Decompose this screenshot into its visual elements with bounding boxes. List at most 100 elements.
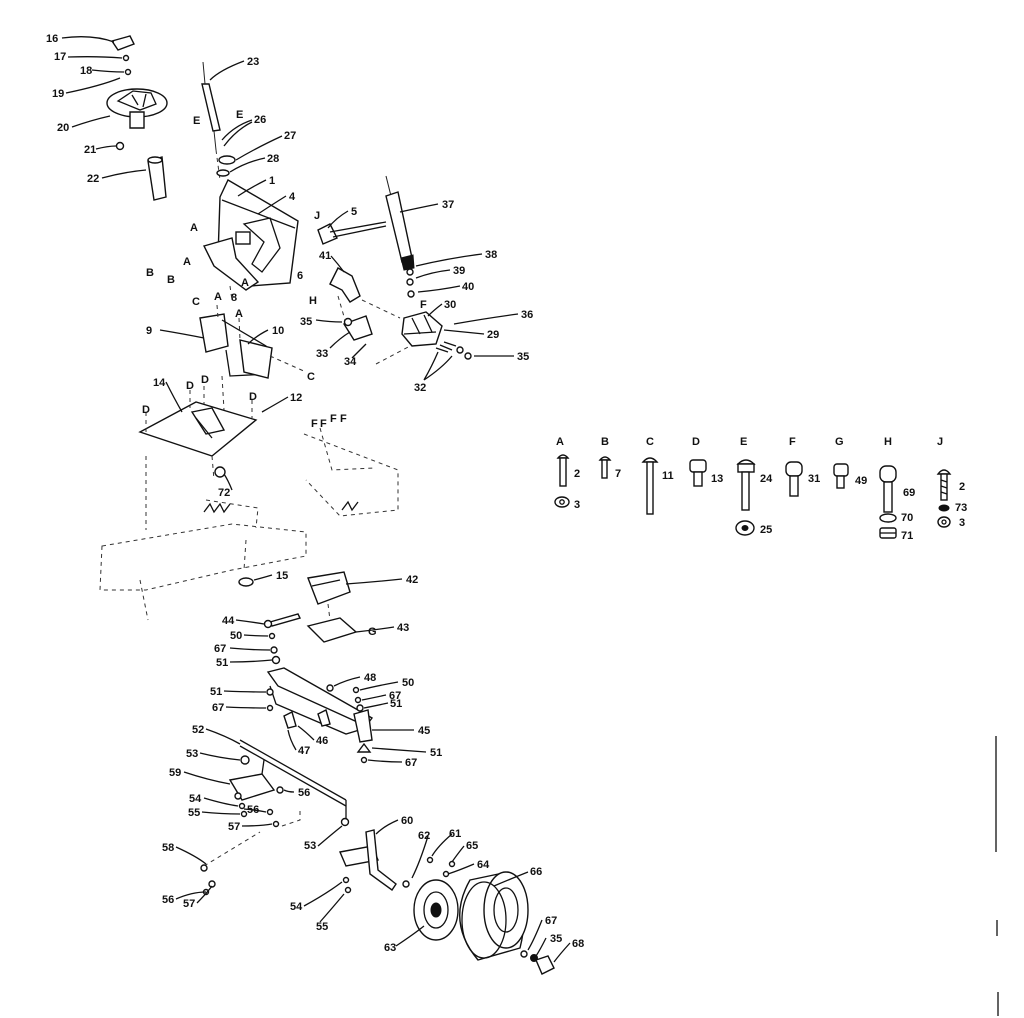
part-number-callout: 67 <box>389 690 402 702</box>
hardware-key-letter: C <box>646 436 654 448</box>
hardware-letter-callout: A <box>183 256 191 268</box>
hardware-key-part-number: 73 <box>955 502 968 514</box>
part-number-callout: 67 <box>405 757 418 769</box>
front-axle-45 <box>266 667 374 743</box>
part-number-callout: 8 <box>231 292 238 304</box>
part-number-callout: 43 <box>397 622 410 634</box>
parts-54-57-hardware <box>238 802 301 828</box>
part-72-bolt <box>211 455 226 481</box>
hardware-key-part-number: 2 <box>574 468 581 480</box>
parts-61-65-washers <box>402 856 456 888</box>
part-number-callout: 40 <box>462 281 475 293</box>
parts-27-28-gears <box>216 155 236 177</box>
part-number-callout: 59 <box>169 767 182 779</box>
part-number-callout: 53 <box>186 748 199 760</box>
part-18-washer <box>124 68 132 76</box>
part-number-callout: 56 <box>298 787 311 799</box>
hardware-letter-callout: A <box>235 308 243 320</box>
part-number-callout: 61 <box>449 828 462 840</box>
part-number-callout: 14 <box>153 377 166 389</box>
hardware-letter-callout: B <box>167 274 175 286</box>
part-number-callout: 12 <box>290 392 303 404</box>
part-number-callout: 53 <box>304 840 317 852</box>
tie-rod-52 <box>239 739 350 827</box>
hardware-key-letter: D <box>692 436 700 448</box>
hardware-letter-callout: E <box>236 109 244 121</box>
hardware-key-part-number: 13 <box>711 473 724 485</box>
part-number-callout: 17 <box>54 51 67 63</box>
part-number-callout: 1 <box>269 175 276 187</box>
part-number-callout: 4 <box>289 191 296 203</box>
part-number-callout: 63 <box>384 942 397 954</box>
part-67-c <box>266 704 274 712</box>
part-number-callout: 44 <box>222 615 235 627</box>
part-51-d <box>356 742 372 753</box>
part-number-callout: 18 <box>80 65 93 77</box>
hardware-key-letter: J <box>937 436 944 448</box>
part-67-d <box>360 756 368 764</box>
hardware-letter-callout: F <box>420 299 427 311</box>
steering-shaft-sleeve-22 <box>147 156 167 201</box>
drag-link-58 <box>200 831 261 896</box>
part-number-callout: 51 <box>430 747 443 759</box>
hardware-letter-callout: A <box>190 222 198 234</box>
part-number-callout: 30 <box>444 299 457 311</box>
part-number-callout: 35 <box>300 316 313 328</box>
part-48 <box>326 684 334 692</box>
part-number-callout: 46 <box>316 735 329 747</box>
part-number-callout: 10 <box>272 325 285 337</box>
part-number-callout: 52 <box>192 724 205 736</box>
leader-lines <box>61 36 571 963</box>
sector-33 <box>342 315 373 341</box>
hardware-key-part-number: 24 <box>760 473 773 485</box>
hardware-key-part-number: 31 <box>808 473 821 485</box>
hardware-key-part-number: 70 <box>901 512 914 524</box>
frame-outline <box>99 427 399 621</box>
part-number-callout: 64 <box>477 859 490 871</box>
hardware-letter-callout: D <box>186 380 194 392</box>
bracket-42 <box>307 571 351 605</box>
part-number-callout: 9 <box>146 325 153 337</box>
part-number-callout: 23 <box>247 56 260 68</box>
part-number-callout: 47 <box>298 745 311 757</box>
hardware-key-part-number: 71 <box>901 530 914 542</box>
part-21-nut <box>115 141 125 151</box>
part-number-callout: 65 <box>466 840 479 852</box>
part-number-callout: 6 <box>297 270 304 282</box>
hardware-letter-callout: F <box>330 413 337 425</box>
hardware-letter-callout: B <box>146 267 154 279</box>
hardware-key-letter: B <box>601 436 609 448</box>
part-number-callout: 58 <box>162 842 175 854</box>
part-number-callout: 56 <box>247 804 260 816</box>
steering-shaft-23 <box>201 61 221 181</box>
part-number-callout: 42 <box>406 574 419 586</box>
part-number-callout: 16 <box>46 33 59 45</box>
steering-column-37 <box>385 175 415 271</box>
part-number-callout: 20 <box>57 122 70 134</box>
hardware-key-part-number: 7 <box>615 468 622 480</box>
part-number-callout: 15 <box>276 570 289 582</box>
part-number-callout: 35 <box>550 933 563 945</box>
part-number-callout: 50 <box>402 677 415 689</box>
hardware-key-part-number: 69 <box>903 487 916 499</box>
part-number-callout: 22 <box>87 173 100 185</box>
bracket-arm-lower <box>202 237 260 301</box>
part-number-callout: 33 <box>316 348 329 360</box>
mounting-plate-14 <box>138 401 258 457</box>
steering-wheel-cap-16 <box>110 35 135 51</box>
pitman-arm-41 <box>329 267 361 303</box>
tire-66 <box>459 871 529 961</box>
part-number-callout: 5 <box>351 206 358 218</box>
part-number-callout: 54 <box>189 793 202 805</box>
parts-67-35-68-hubcap <box>520 950 555 975</box>
part-number-callout: 37 <box>442 199 455 211</box>
part-39 <box>406 278 414 286</box>
hardware-key-letter: E <box>740 436 748 448</box>
bushing-15 <box>238 577 254 587</box>
part-number-callout: 51 <box>216 657 229 669</box>
part-number-callout: 26 <box>254 114 267 126</box>
part-number-callout: 54 <box>290 901 303 913</box>
part-40 <box>407 290 415 298</box>
hardware-letter-callout: F <box>320 418 327 430</box>
